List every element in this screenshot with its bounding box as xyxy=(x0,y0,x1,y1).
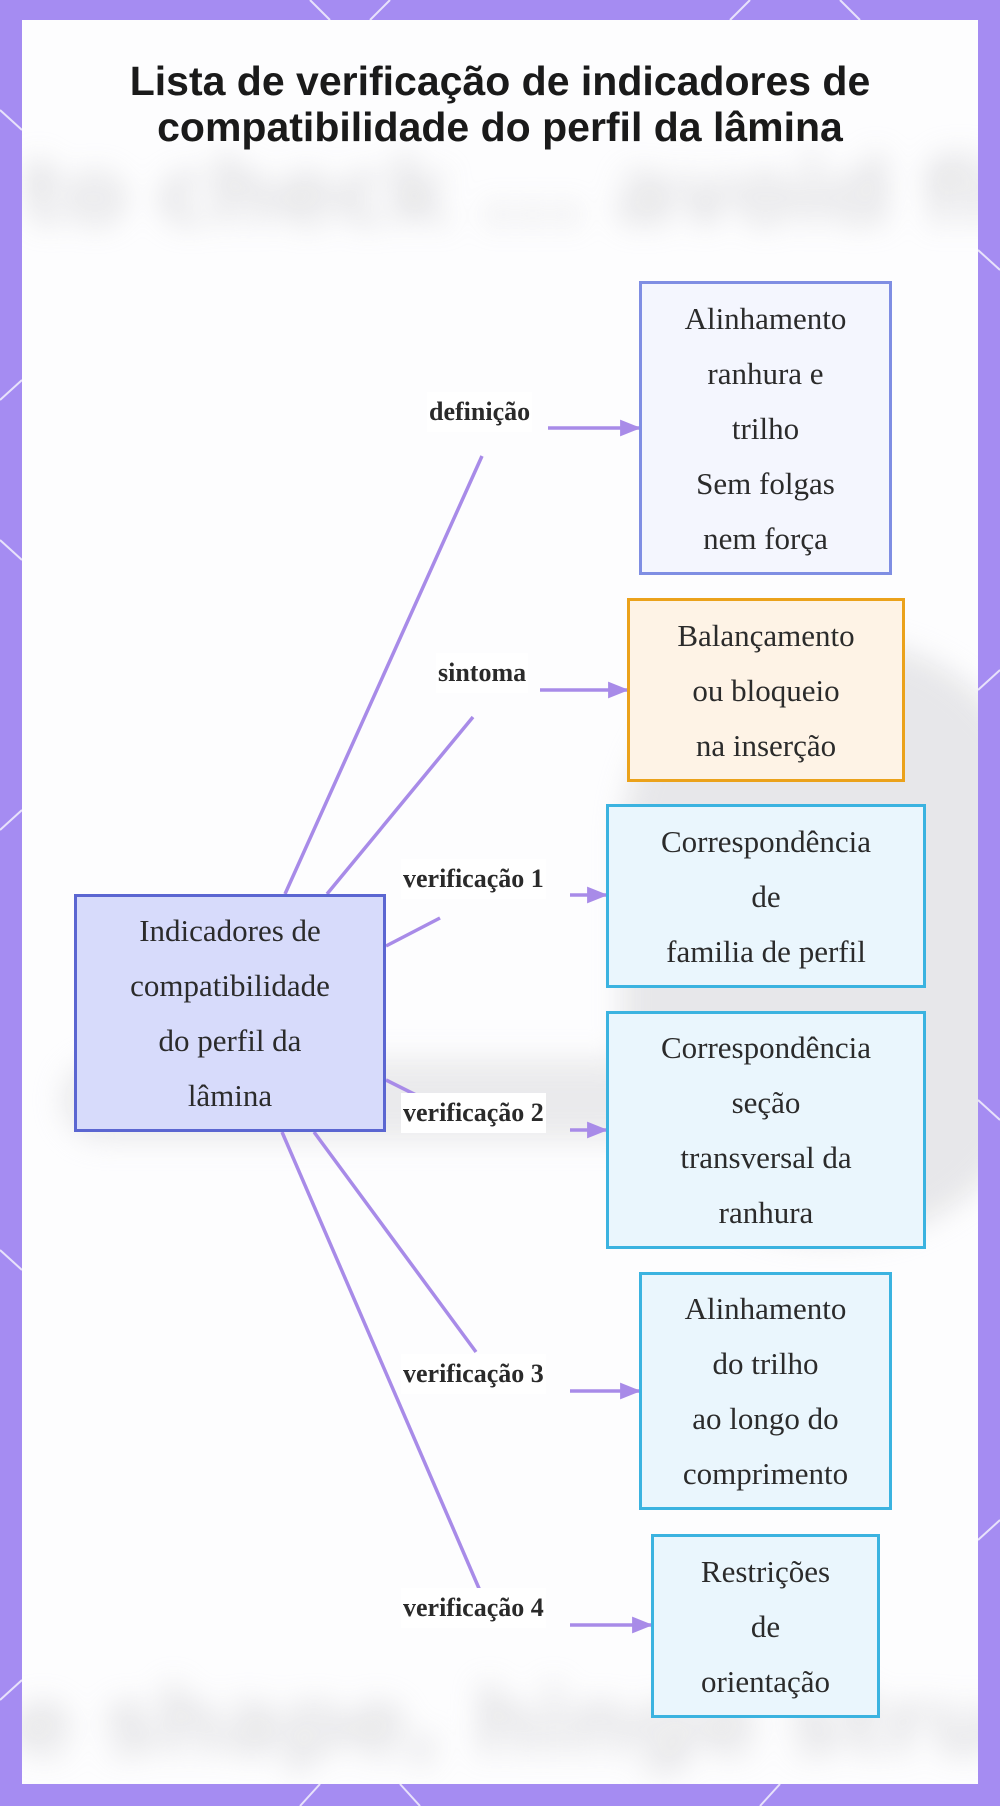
branch-node-text: Correspondência de familia de perfil xyxy=(660,823,872,969)
branch-node-4: Correspondência seção transversal da ran… xyxy=(606,1011,926,1249)
edge-label-4: verificação 2 xyxy=(401,1093,546,1133)
edge-label-1: definição xyxy=(427,392,533,432)
branch-node-1: Alinhamento ranhura e trilho Sem folgas … xyxy=(639,281,892,575)
root-label: Indicadores de compatibilidade do perfil… xyxy=(130,913,330,1113)
edge-label-6: verificação 4 xyxy=(401,1588,546,1628)
branch-node-text: Alinhamento ranhura e trilho Sem folgas … xyxy=(684,300,847,556)
root-node: Indicadores de compatibilidade do perfil… xyxy=(74,894,386,1132)
branch-node-2: Balançamento ou bloqueio na inserção xyxy=(627,598,905,782)
branch-node-text: Restrições de orientação xyxy=(700,1553,831,1699)
connector-line xyxy=(325,715,475,896)
connector-line xyxy=(312,1130,478,1354)
edge-label-2: sintoma xyxy=(436,653,529,693)
connector-line xyxy=(283,455,484,895)
branch-node-text: Balançamento ou bloqueio na inserção xyxy=(677,617,855,763)
branch-node-5: Alinhamento do trilho ao longo do compri… xyxy=(639,1272,892,1510)
connector-line xyxy=(280,1131,486,1601)
background-text-top: to check ... avoid fit p xyxy=(22,140,978,245)
connector-line xyxy=(385,916,441,948)
edge-label-3: verificação 1 xyxy=(401,859,546,899)
diagram-title: Lista de verificação de indicadores de c… xyxy=(129,58,871,150)
branch-node-3: Correspondência de familia de perfil xyxy=(606,804,926,988)
branch-node-6: Restrições de orientação xyxy=(651,1534,880,1718)
edge-label-5: verificação 3 xyxy=(401,1354,546,1394)
branch-node-text: Correspondência seção transversal da ran… xyxy=(660,1030,872,1230)
branch-node-text: Alinhamento do trilho ao longo do compri… xyxy=(682,1291,849,1491)
